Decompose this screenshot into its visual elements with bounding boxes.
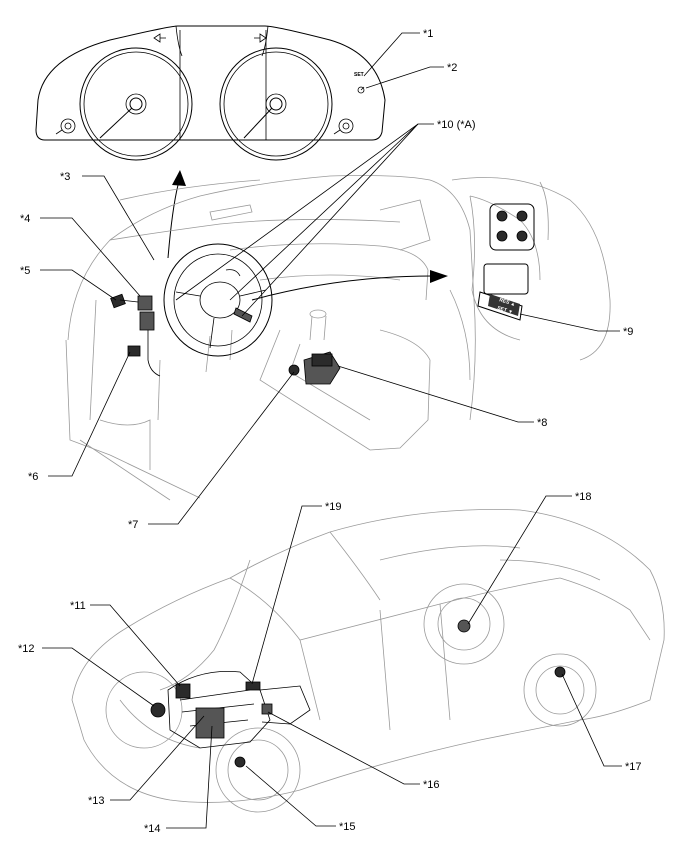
callout-7: *7 [128,519,138,531]
callout-6: *6 [28,471,38,483]
column-components [110,293,161,377]
callout-4: *4 [20,213,30,225]
console-components [288,351,341,385]
vehicle-exterior [71,509,665,813]
callout-13: *13 [88,795,105,807]
callout-8: *8 [537,417,547,429]
callout-18: *18 [575,491,592,503]
callout-3: *3 [60,171,70,183]
set-indicator-text: SET [354,72,364,78]
callout-2: *2 [447,62,457,74]
combination-meter: SET [35,25,386,161]
callout-17: *17 [625,761,642,773]
callout-19: *19 [325,501,342,513]
left-turn-arrow-icon [153,33,166,43]
callout-labels: *1 *2 *3 *4 *5 *6 *7 *8 *9 *10 (*A) *11 … [18,28,642,835]
cruise-indicator-icon [357,86,365,94]
callout-12: *12 [18,643,35,655]
callout-5: *5 [20,265,30,277]
steering-wheel [163,243,273,357]
switch-label-res: RES ▲ [498,297,516,308]
steering-switch-inset: RES ▲ SET ▼ [451,177,611,361]
leader-lines [40,32,622,829]
switch-label-set: SET ▼ [496,305,513,316]
callout-16: *16 [423,779,440,791]
callout-11: *11 [70,600,86,612]
right-turn-arrow-icon [254,33,267,43]
engine-and-transmission [150,619,566,768]
callout-15: *15 [339,821,356,833]
callout-1: *1 [423,28,433,40]
callout-14: *14 [144,823,161,835]
callout-10: *10 (*A) [437,119,476,131]
vehicle-interior [65,175,476,501]
callout-9: *9 [623,326,633,338]
